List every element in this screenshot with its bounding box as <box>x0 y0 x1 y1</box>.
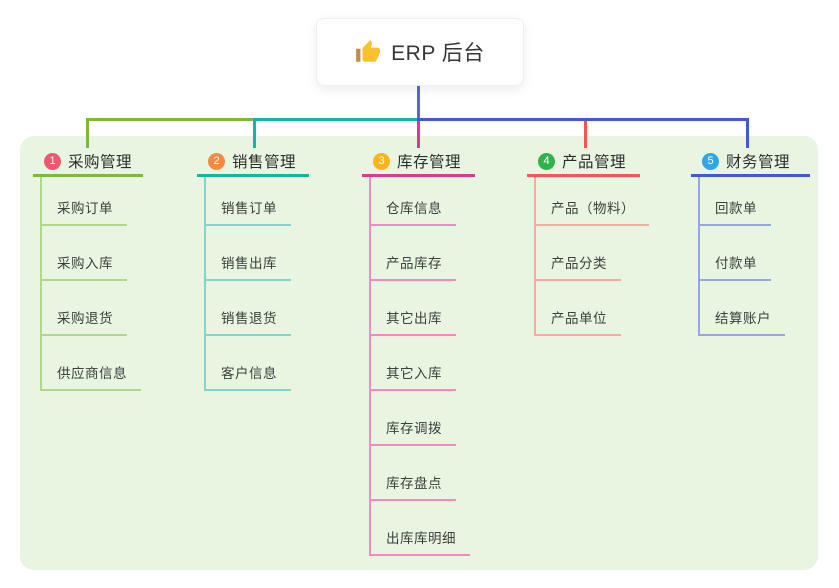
leaf-node[interactable]: 出库库明细 <box>369 527 470 556</box>
leaf-node[interactable]: 产品（物料） <box>534 197 649 226</box>
branch-label: 采购管理 <box>68 154 133 171</box>
badge-3: 3 <box>373 152 390 170</box>
thumbs-up-icon <box>355 39 381 65</box>
drop-finance <box>746 118 749 148</box>
badge-5: 5 <box>702 152 719 170</box>
connector-finance <box>417 118 749 121</box>
branch-column-sales: 2 销售管理 销售订单 销售出库 销售退货 客户信息 <box>197 148 309 391</box>
leaf-node[interactable]: 供应商信息 <box>40 362 141 391</box>
branch-label: 库存管理 <box>397 154 462 171</box>
leaf-node[interactable]: 产品分类 <box>534 252 621 281</box>
leaf-node[interactable]: 其它入库 <box>369 362 456 391</box>
branch-header-finance[interactable]: 5 财务管理 <box>691 148 810 177</box>
root-node-card[interactable]: ERP 后台 <box>316 18 524 86</box>
leaf-node[interactable]: 仓库信息 <box>369 197 456 226</box>
leaf-node[interactable]: 付款单 <box>698 252 771 281</box>
branch-column-purchase: 1 采购管理 采购订单 采购入库 采购退货 供应商信息 <box>33 148 143 391</box>
branch-children-purchase: 采购订单 采购入库 采购退货 供应商信息 <box>40 177 143 391</box>
branch-label: 销售管理 <box>232 154 297 171</box>
leaf-node[interactable]: 产品单位 <box>534 307 621 336</box>
leaf-node[interactable]: 产品库存 <box>369 252 456 281</box>
badge-4: 4 <box>538 152 555 170</box>
branch-label: 产品管理 <box>562 154 627 171</box>
branch-header-product[interactable]: 4 产品管理 <box>527 148 640 177</box>
branch-label: 财务管理 <box>726 154 791 171</box>
leaf-node[interactable]: 客户信息 <box>204 362 291 391</box>
branch-children-product: 产品（物料） 产品分类 产品单位 <box>534 177 649 336</box>
drop-product <box>584 121 587 148</box>
leaf-node[interactable]: 采购订单 <box>40 197 127 226</box>
branch-column-inventory: 3 库存管理 仓库信息 产品库存 其它出库 其它入库 库存调拨 库存盘点 出库库… <box>362 148 475 556</box>
connector-purchase <box>86 118 255 121</box>
branch-column-product: 4 产品管理 产品（物料） 产品分类 产品单位 <box>527 148 649 336</box>
branch-column-finance: 5 财务管理 回款单 付款单 结算账户 <box>691 148 810 336</box>
leaf-node[interactable]: 库存盘点 <box>369 472 456 501</box>
leaf-node[interactable]: 其它出库 <box>369 307 456 336</box>
leaf-node[interactable]: 结算账户 <box>698 307 785 336</box>
leaf-node[interactable]: 销售订单 <box>204 197 291 226</box>
connector-sales <box>253 118 418 121</box>
leaf-node[interactable]: 销售退货 <box>204 307 291 336</box>
leaf-node[interactable]: 采购退货 <box>40 307 127 336</box>
leaf-node[interactable]: 采购入库 <box>40 252 127 281</box>
drop-inventory <box>417 121 420 148</box>
leaf-node[interactable]: 销售出库 <box>204 252 291 281</box>
drop-purchase <box>86 118 89 148</box>
leaf-node[interactable]: 库存调拨 <box>369 417 456 446</box>
branch-header-purchase[interactable]: 1 采购管理 <box>33 148 143 177</box>
badge-2: 2 <box>208 152 225 170</box>
leaf-node[interactable]: 回款单 <box>698 197 771 226</box>
root-connector-line <box>417 84 420 121</box>
branch-header-inventory[interactable]: 3 库存管理 <box>362 148 475 177</box>
drop-sales <box>253 118 256 148</box>
badge-1: 1 <box>44 152 61 170</box>
root-node-title: ERP 后台 <box>391 42 485 65</box>
branch-children-sales: 销售订单 销售出库 销售退货 客户信息 <box>204 177 309 391</box>
branches-background-panel <box>20 136 818 570</box>
branch-children-finance: 回款单 付款单 结算账户 <box>698 177 810 336</box>
branch-children-inventory: 仓库信息 产品库存 其它出库 其它入库 库存调拨 库存盘点 出库库明细 <box>369 177 475 556</box>
branch-header-sales[interactable]: 2 销售管理 <box>197 148 309 177</box>
